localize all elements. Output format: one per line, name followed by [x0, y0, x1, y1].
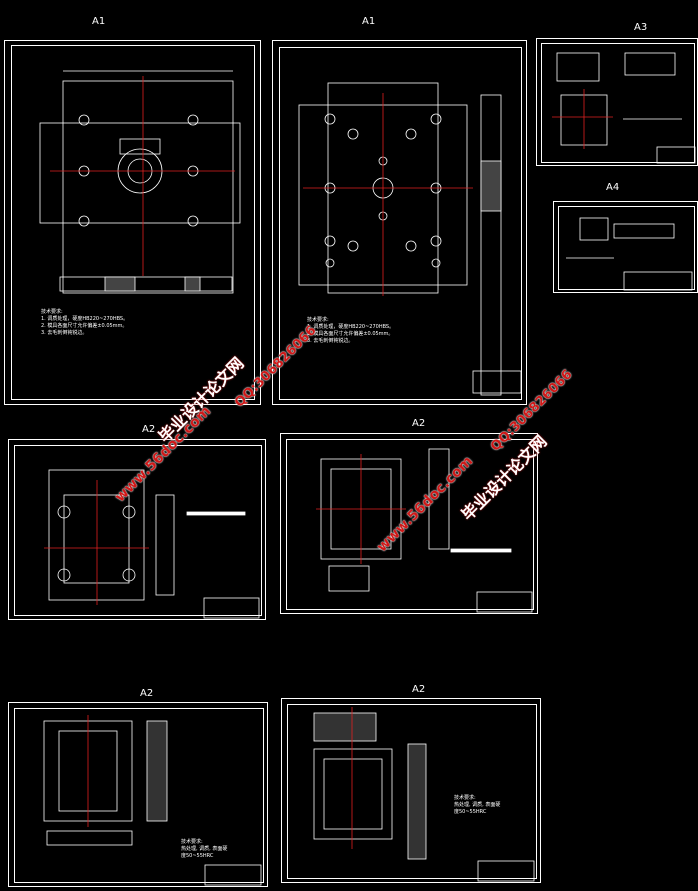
sheet-label-6: A2	[412, 418, 426, 429]
plate-drawing-1	[39, 70, 241, 294]
drawing-sheet-5	[8, 439, 266, 620]
plate-drawing-2	[298, 82, 522, 396]
drawing-sheet-4	[553, 201, 698, 293]
part-drawing-4	[566, 217, 693, 291]
drawing-sheet-7: 技术要求: 热处理, 调质, 表面硬 度50~55HRC	[8, 702, 268, 887]
drawing-sheet-1: 技术要求: 1. 调质处理，硬度HB220~270HBS。 2. 模具各面尺寸允…	[4, 40, 261, 405]
tech-requirements-7: 技术要求: 热处理, 调质, 表面硬 度50~55HRC	[181, 839, 228, 859]
part-drawing-6	[316, 448, 533, 613]
sheet-label-3: A3	[634, 22, 648, 33]
sheet-label-1: A1	[92, 16, 106, 27]
part-drawing-8	[313, 707, 535, 882]
part-drawing-7	[43, 715, 262, 886]
tech-requirements-8: 技术要求: 热处理, 调质, 表面硬 度50~55HRC	[454, 795, 501, 815]
sheet-label-4: A4	[606, 182, 620, 193]
drawing-sheet-2: 技术要求: 1. 调质处理，硬度HB220~270HBS。 2. 模具各面尺寸允…	[272, 40, 527, 405]
tech-requirements-2: 技术要求: 1. 调质处理，硬度HB220~270HBS。 2. 模具各面尺寸允…	[307, 317, 395, 344]
drawing-sheet-6	[280, 433, 538, 614]
drawing-sheet-3	[536, 38, 698, 166]
part-drawing-5	[44, 469, 260, 619]
sheet-label-7: A2	[140, 688, 154, 699]
sheet-label-2: A1	[362, 16, 376, 27]
sheet-label-8: A2	[412, 684, 426, 695]
sheet-label-5: A2	[142, 424, 156, 435]
drawing-sheet-8: 技术要求: 热处理, 调质, 表面硬 度50~55HRC	[281, 698, 541, 883]
tech-requirements-1: 技术要求: 1. 调质处理，硬度HB220~270HBS。 2. 模具各面尺寸允…	[41, 309, 129, 336]
part-drawing-3	[552, 52, 696, 164]
